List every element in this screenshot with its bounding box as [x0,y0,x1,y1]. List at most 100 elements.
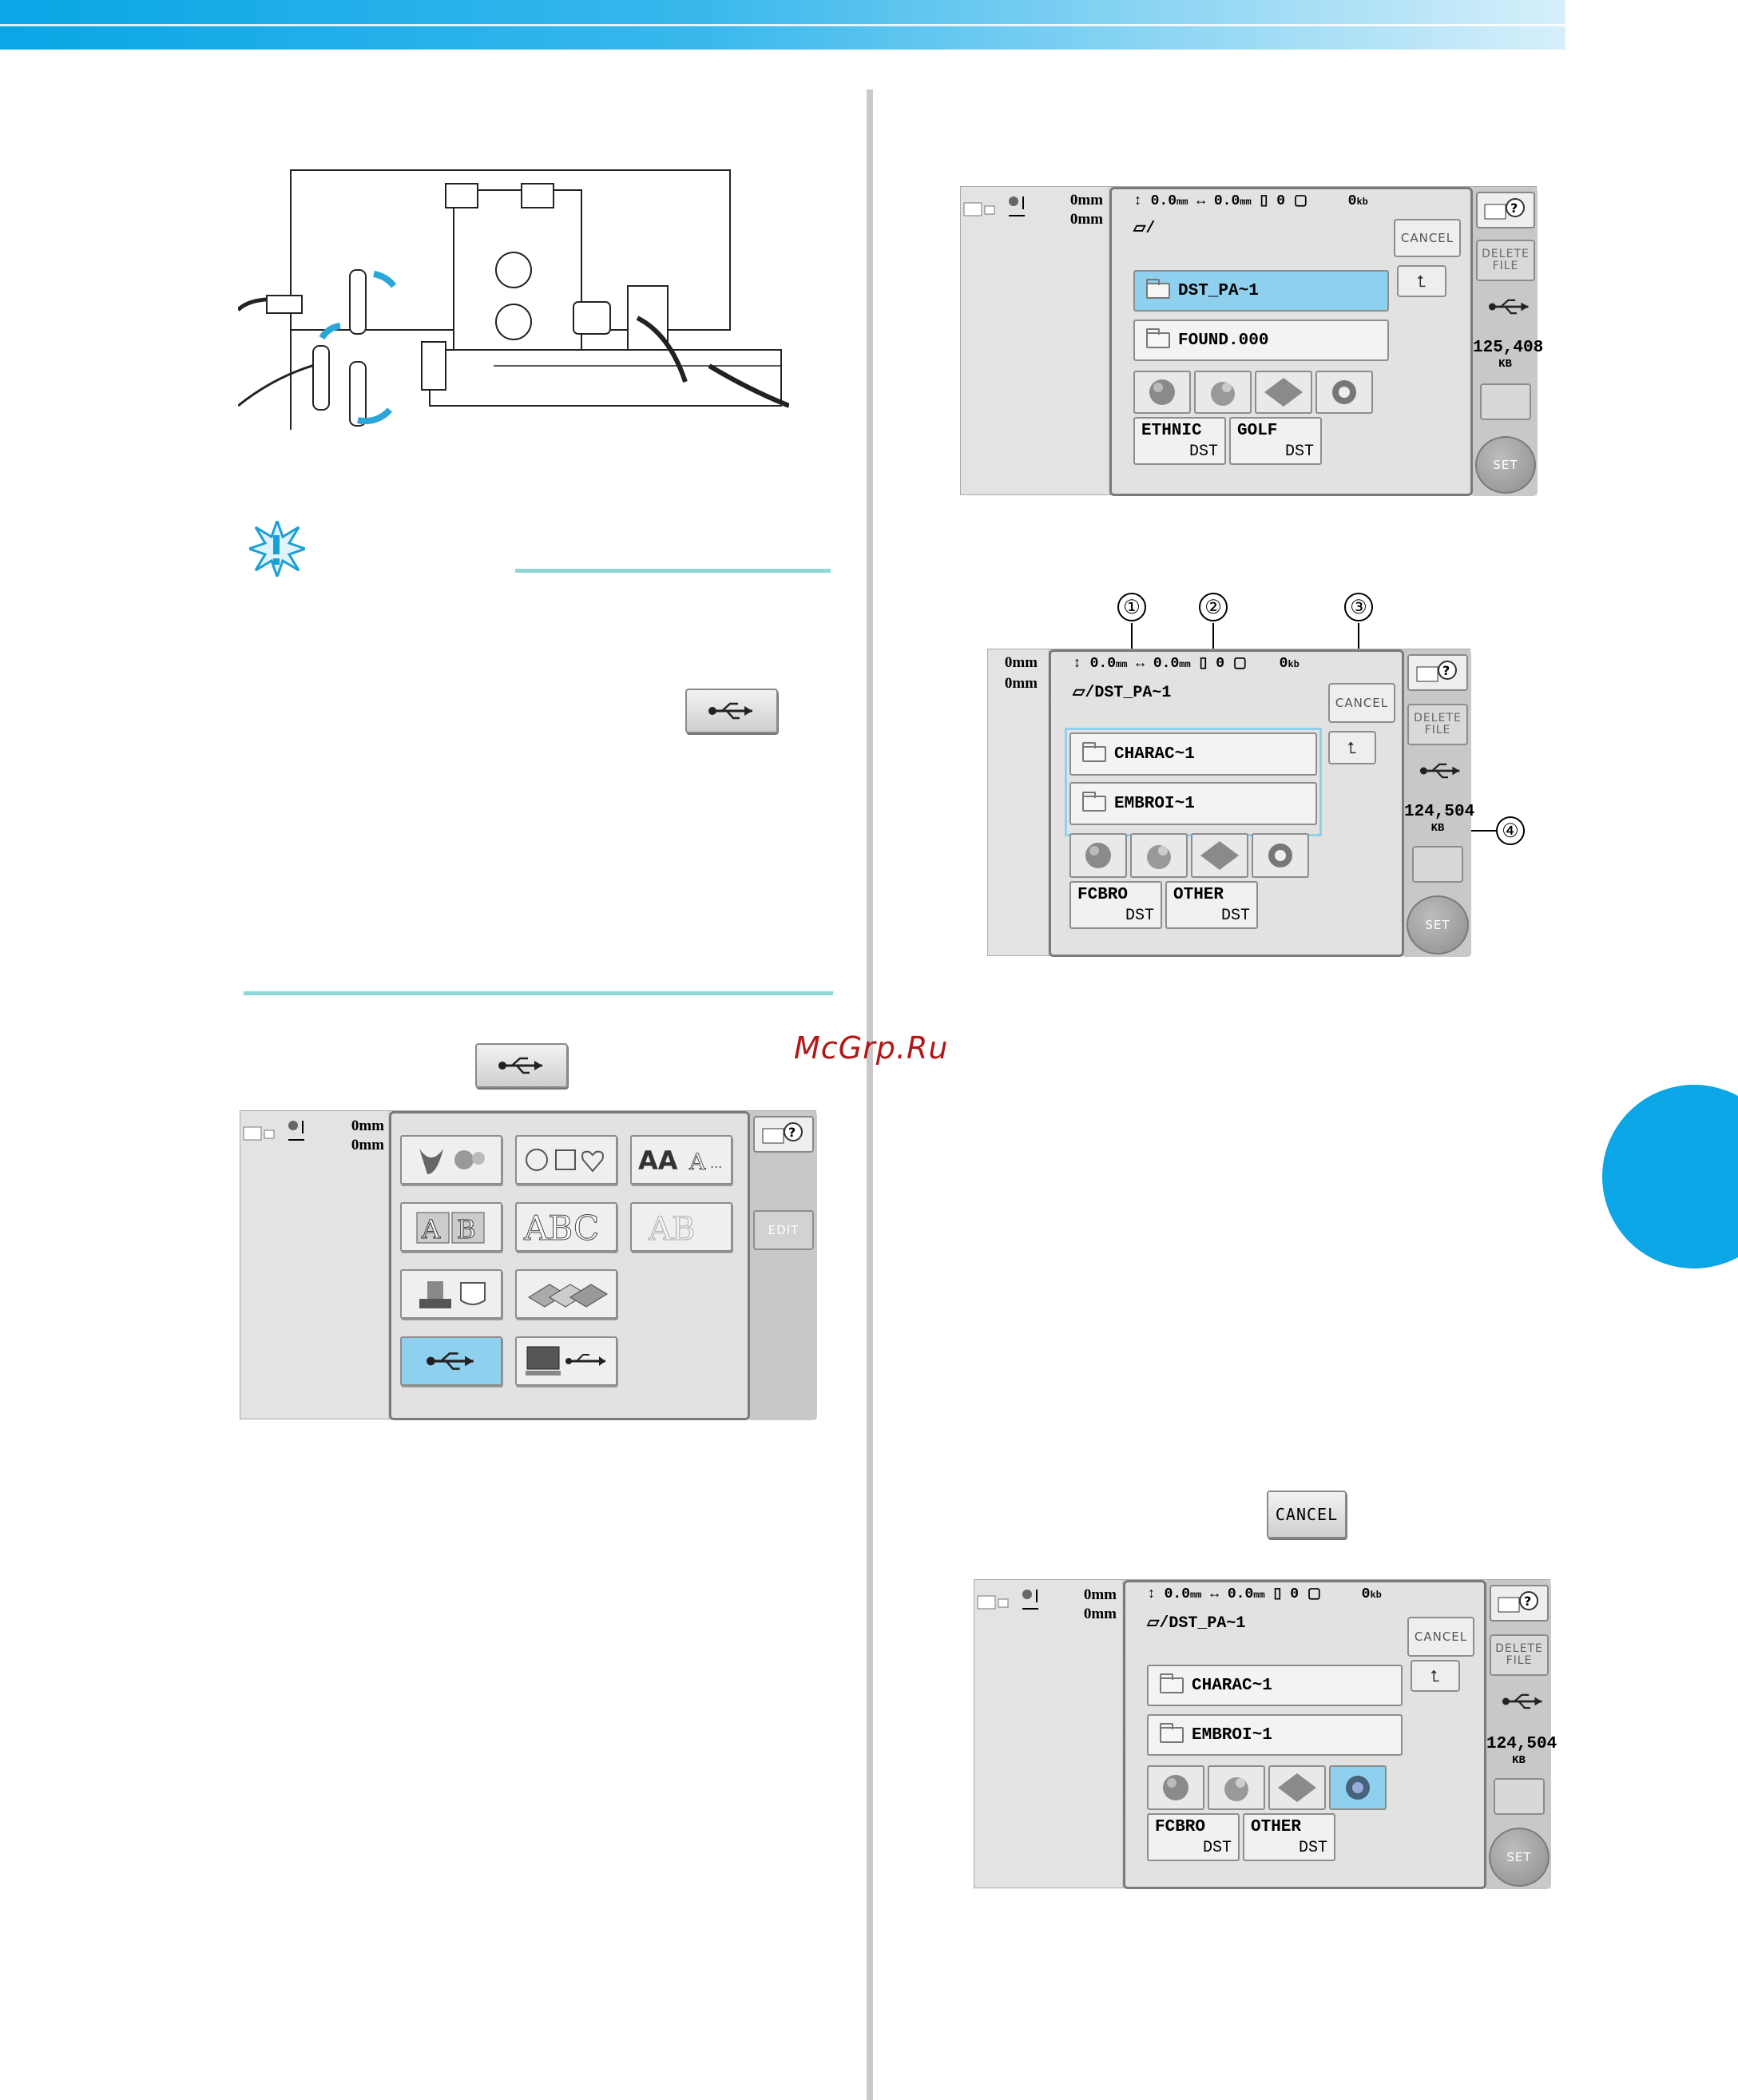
note-rule [515,569,831,573]
frame-size-icon [243,1121,304,1141]
pattern-thumb-selected[interactable] [1329,1765,1387,1810]
set-button[interactable]: SET [1489,1828,1550,1887]
folder-button[interactable]: CHARAC~1 [1069,732,1317,776]
stitch-value: 0 [1216,656,1225,672]
height-icon: ↕ [1147,1586,1156,1602]
cancel-button-inline[interactable]: CANCEL [1267,1491,1347,1538]
folder-button[interactable]: EMBROI~1 [1069,782,1317,825]
height-value: 0.0 [1150,193,1177,209]
usb-browser-screen-folder: 0mm 0mm ↕ 0.0mm ↔ 0.0mm ▯ 0 ▢ 0kb ▱/DST_… [987,649,1474,957]
file-type: DST [1298,1839,1327,1857]
hibiscus-pattern-icon [1211,382,1235,406]
rose-pattern-icon [1346,1776,1370,1800]
embroidery-patterns-icon [419,1149,485,1174]
folder-button[interactable]: FOUND.000 [1133,320,1389,361]
pattern-thumb[interactable] [1252,833,1309,878]
pattern-thumb[interactable] [1194,371,1252,414]
parent-folder-button[interactable]: ⮤ [1397,265,1446,297]
usb-icon [1488,299,1529,315]
pattern-thumb[interactable] [1315,371,1373,414]
lily-pattern-icon [1200,841,1239,870]
set-button[interactable]: SET [1475,436,1536,494]
card-patterns-button[interactable] [515,1269,617,1319]
frame-size-icon [977,1590,1038,1610]
folder-button[interactable]: EMBROI~1 [1147,1714,1403,1756]
folder-icon [1146,328,1170,348]
pattern-thumb[interactable] [1069,833,1127,878]
pattern-thumb[interactable] [1147,1765,1204,1810]
cancel-button[interactable]: CANCEL [1328,683,1395,723]
help-button[interactable]: ? [1476,192,1535,228]
frame-display-button[interactable] [1494,1778,1545,1815]
cancel-button[interactable]: CANCEL [1407,1617,1474,1657]
parent-folder-button[interactable]: ⮤ [1411,1660,1460,1692]
help-button[interactable]: ? [753,1116,814,1153]
folder-label: CHARAC~1 [1192,1676,1272,1695]
help-button[interactable]: ? [1490,1585,1549,1622]
edit-button[interactable]: EDIT [753,1210,814,1250]
cancel-button[interactable]: CANCEL [1394,219,1461,257]
pattern-thumb[interactable] [1255,371,1312,414]
usb-icon [1502,1693,1542,1709]
pattern-thumb[interactable] [1133,371,1191,414]
delete-file-button[interactable]: DELETE FILE [1490,1634,1549,1676]
up-arrow-icon: ⮤ [1416,272,1427,291]
pc-usb-button[interactable] [515,1336,617,1386]
delete-file-button[interactable]: DELETE FILE [1407,704,1468,745]
menu-right-column [750,1111,817,1420]
help-book-icon: ? [1484,198,1525,220]
frame-display-button[interactable] [1480,383,1531,420]
svg-text:A: A [688,1149,706,1175]
folder-icon [1146,279,1170,299]
frame-size-icon [963,197,1025,216]
tajima-pattern-icon [419,1281,486,1308]
outline-alphabet-button[interactable]: AB [630,1202,732,1252]
tajima-pattern-button[interactable] [400,1269,502,1319]
folder-button[interactable]: DST_PA~1 [1133,270,1389,312]
parent-folder-button[interactable]: ⮤ [1328,731,1376,764]
usb-button-inline[interactable] [685,689,778,733]
stat-bar: ↕ 0.0mm ↔ 0.0mm ▯ 0 ▢ 0kb [1133,192,1368,209]
pattern-thumb[interactable] [1130,833,1188,878]
folder-button[interactable]: CHARAC~1 [1147,1665,1403,1706]
pattern-thumb[interactable] [1268,1765,1326,1810]
usb-icon [498,1057,542,1074]
page-header-band [0,0,1565,50]
large-alphabet-button[interactable]: ABC [515,1202,617,1252]
embroidery-patterns-button[interactable] [400,1135,502,1185]
pattern-thumb[interactable] [1208,1765,1265,1810]
folder-icon [1160,1723,1184,1743]
svg-text:?: ? [1524,1594,1531,1609]
unit: mm [1240,197,1252,208]
dst-file-button[interactable]: OTHER DST [1243,1813,1335,1861]
help-button[interactable]: ? [1407,654,1468,691]
usb-media-button[interactable] [400,1336,502,1386]
capacity-value: 124,504 [1486,1735,1557,1753]
folder-label: DST_PA~1 [1178,281,1259,300]
frame-shapes-button[interactable] [515,1135,617,1185]
path-text: / [1145,220,1156,238]
folder-label: FOUND.000 [1178,331,1269,350]
kb-value: 0 [1279,656,1288,672]
usb-button-inline-2[interactable] [475,1043,568,1088]
file-name: OTHER [1251,1818,1302,1836]
hibiscus-pattern-icon [1224,1777,1248,1801]
cancel-label: CANCEL [1275,1505,1339,1524]
delete-file-button[interactable]: DELETE FILE [1476,240,1535,281]
rose-pattern-icon [1332,380,1356,404]
dim-width: 0mm [351,1137,384,1153]
folder-label: EMBROI~1 [1192,1725,1272,1745]
frame-display-button[interactable] [1412,846,1463,883]
set-button[interactable]: SET [1407,895,1469,955]
path-text: /DST_PA~1 [1159,1614,1246,1633]
pattern-thumb[interactable] [1191,833,1248,878]
width-value: 0.0 [1227,1586,1254,1602]
